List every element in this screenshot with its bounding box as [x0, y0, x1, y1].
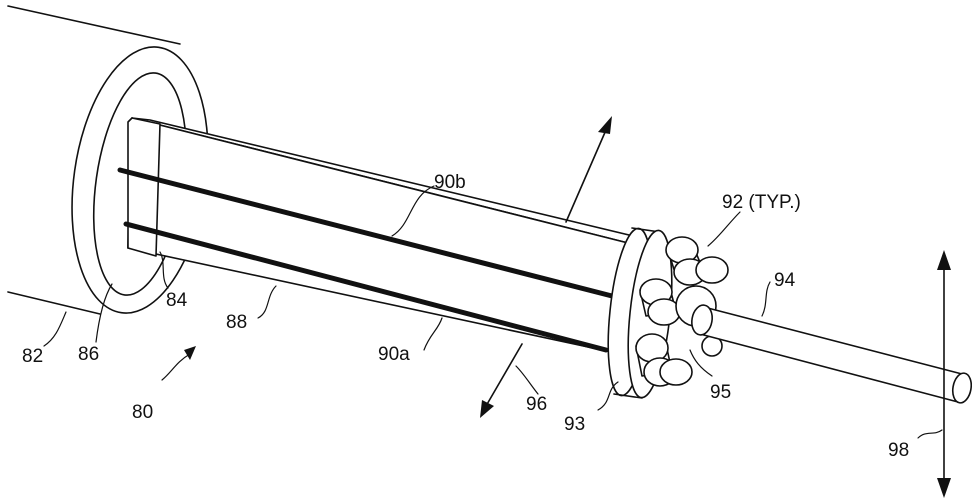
- label-90b: 90b: [434, 172, 466, 193]
- label-90a: 90a: [378, 344, 410, 365]
- label-95: 95: [710, 382, 731, 403]
- label-88: 88: [226, 312, 247, 333]
- label-92: 92 (TYP.): [722, 192, 801, 213]
- label-86: 86: [78, 344, 99, 365]
- label-94: 94: [774, 270, 796, 291]
- label-93: 93: [564, 414, 585, 435]
- label-98: 98: [888, 440, 909, 461]
- label-96: 96: [526, 394, 547, 415]
- label-84: 84: [166, 290, 188, 311]
- shaft-94: [690, 303, 972, 404]
- label-80: 80: [132, 402, 153, 423]
- label-82: 82: [22, 346, 43, 367]
